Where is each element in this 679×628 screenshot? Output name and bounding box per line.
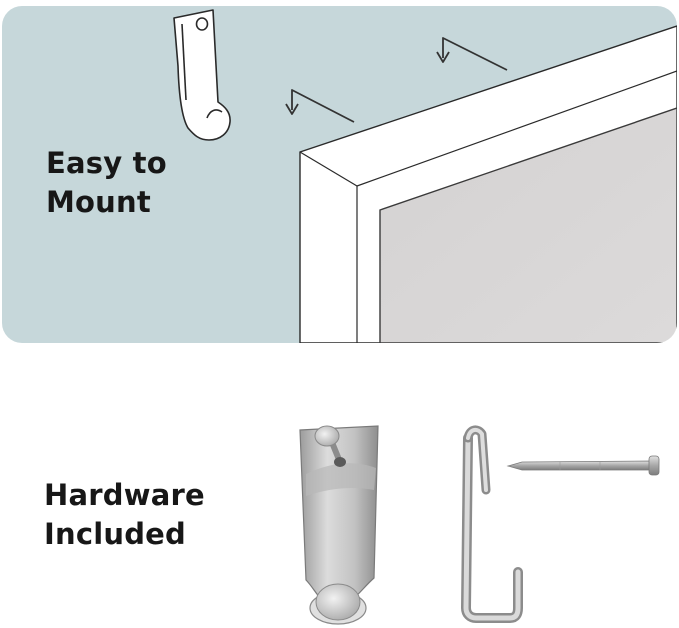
mount-illustration-panel: Easy to Mount bbox=[2, 6, 677, 343]
sawtooth-hanger-icon bbox=[299, 425, 379, 625]
caption-line: Easy to bbox=[46, 146, 167, 180]
caption-line: Included bbox=[44, 517, 186, 551]
hardware-included-caption: Hardware Included bbox=[44, 476, 205, 554]
frame-clip-icon bbox=[461, 425, 523, 623]
arrow-down-left-icon bbox=[285, 89, 355, 123]
caption-line: Hardware bbox=[44, 478, 205, 512]
nail-icon bbox=[506, 455, 660, 476]
hardware-photo bbox=[299, 425, 660, 625]
arrow-down-left-icon bbox=[436, 37, 508, 71]
easy-to-mount-caption: Easy to Mount bbox=[46, 144, 167, 222]
board-surface bbox=[379, 107, 677, 343]
hanger-hook-icon bbox=[173, 9, 231, 141]
caption-line: Mount bbox=[46, 185, 151, 219]
mount-illustration bbox=[173, 9, 677, 343]
board-frame bbox=[299, 25, 677, 343]
